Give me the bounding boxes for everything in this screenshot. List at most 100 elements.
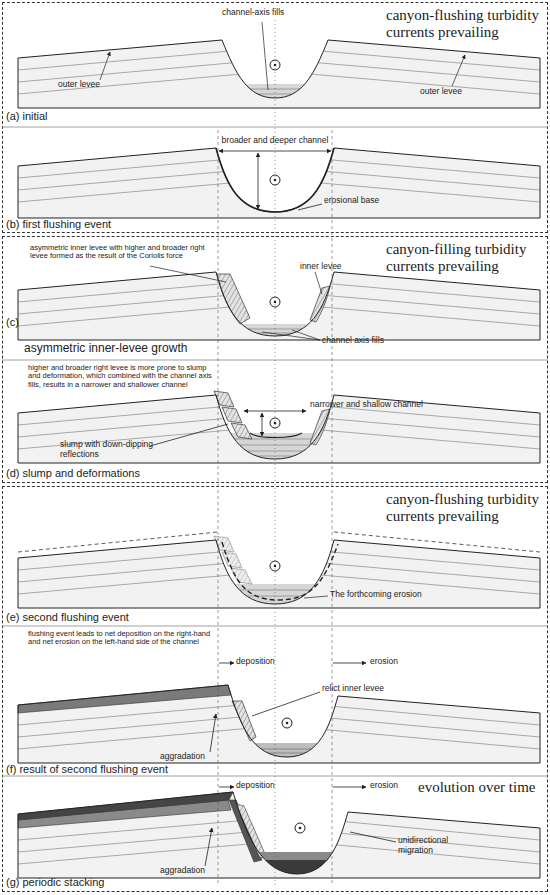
callout-text: outer levee	[420, 87, 500, 97]
depth-arrow	[258, 153, 259, 209]
flow-symbol	[274, 565, 277, 568]
panel-title: asymmetric inner-levee growth	[24, 342, 244, 355]
block-outline	[18, 685, 540, 763]
panel-f	[18, 685, 540, 763]
width-arrow	[244, 411, 306, 412]
aggradation-layer	[18, 685, 231, 713]
leader-line	[350, 832, 396, 842]
levee-block	[18, 395, 540, 463]
flow-symbol	[295, 823, 305, 833]
center-line	[275, 20, 276, 885]
erosion-surface	[222, 542, 338, 600]
frame-heading: evolution over time	[418, 779, 548, 796]
deposition-arrow	[219, 787, 234, 788]
frame-heading: canyon-filling turbidity currents prevai…	[386, 241, 550, 274]
block-outline	[18, 792, 540, 878]
callout-text: erosional base	[324, 196, 414, 206]
callout-text: unidirectional migration	[398, 836, 478, 855]
note-text: flushing event leads to net deposition o…	[28, 630, 218, 647]
block-outline	[18, 540, 540, 608]
callout-text: channel-axis fills	[222, 8, 342, 18]
leader-line	[100, 52, 110, 80]
process-text: deposition	[236, 657, 306, 667]
flow-symbol	[270, 297, 280, 307]
depth-arrow	[262, 413, 263, 436]
panel-label: (e) second flushing event	[6, 611, 206, 623]
stratum-line	[18, 701, 540, 749]
leader-line	[262, 332, 320, 340]
erosion-arrow	[333, 663, 366, 664]
leader-line	[150, 266, 226, 282]
panel-b	[18, 148, 540, 218]
process-text: erosion	[370, 781, 420, 791]
axis-fill	[200, 584, 350, 606]
block-outline	[18, 40, 540, 108]
separator-line	[2, 127, 548, 128]
flow-symbol	[286, 722, 289, 725]
flow-symbol	[299, 827, 302, 830]
note-text: higher and broader right levee is more p…	[28, 364, 214, 389]
panel-e	[18, 532, 540, 608]
fill-line	[220, 749, 350, 753]
stratum-line	[18, 155, 540, 202]
aggradation-arrow	[205, 828, 212, 866]
strata	[18, 701, 540, 749]
process-text: aggradation	[160, 752, 240, 762]
panel-label: (f) result of second flushing event	[6, 763, 226, 775]
levee-block	[18, 792, 540, 878]
aggradation-arrow	[210, 714, 216, 752]
inner-levee	[310, 286, 330, 322]
leader-line	[292, 330, 320, 340]
leader-line	[262, 22, 268, 90]
block-outline	[18, 272, 540, 340]
dimension-text: narrower and shallow channel	[310, 400, 460, 410]
panel-d	[18, 391, 540, 463]
levee-block	[18, 540, 540, 608]
note-text: asymmetric inner levee with higher and b…	[30, 244, 220, 261]
panel-label: (d) slump and deformations	[6, 467, 206, 479]
slump-block	[214, 536, 252, 584]
process-text: erosion	[370, 657, 420, 667]
frame-heading: canyon-flushing turbidity currents preva…	[386, 7, 550, 40]
slump-block	[222, 407, 242, 423]
flow-symbol	[282, 718, 292, 728]
leader-line	[304, 596, 328, 598]
leader-line	[252, 692, 320, 716]
deposition-arrow	[219, 663, 234, 664]
callout-text: outer levee	[58, 80, 138, 90]
fill-line	[200, 439, 350, 456]
dimension-text: broader and deeper channel	[200, 136, 350, 146]
flow-symbol	[274, 422, 277, 425]
leader-line	[298, 204, 322, 210]
panel-label: (c)	[6, 316, 36, 328]
process-text: aggradation	[160, 866, 240, 876]
strata	[18, 279, 540, 326]
width-arrow	[219, 151, 331, 152]
callout-text: relict inner levee	[322, 684, 432, 694]
panel-c	[18, 272, 540, 340]
levee-block	[18, 685, 540, 763]
separator-line	[2, 626, 548, 627]
frame-heading: canyon-flushing turbidity currents preva…	[386, 491, 550, 524]
reference-line	[218, 130, 219, 885]
levee-block	[18, 148, 540, 218]
inner-levee	[310, 409, 330, 445]
panel-label: (a) initial	[6, 110, 156, 122]
flow-symbol	[274, 301, 277, 304]
axis-fill	[230, 852, 360, 876]
leader-line	[315, 272, 322, 294]
relict-inner-levee	[236, 804, 266, 858]
fill-body	[230, 852, 360, 860]
fill-line	[200, 89, 350, 94]
narrow-channel	[250, 433, 302, 438]
levee-block	[18, 272, 540, 340]
levee-block	[18, 40, 540, 108]
flow-symbol	[270, 418, 280, 428]
panel-g	[18, 792, 540, 878]
dimension-arrows-d	[150, 411, 306, 446]
strata	[18, 816, 540, 864]
block-outline	[18, 148, 540, 218]
arrows-f	[210, 663, 366, 752]
reference-line	[332, 130, 333, 885]
